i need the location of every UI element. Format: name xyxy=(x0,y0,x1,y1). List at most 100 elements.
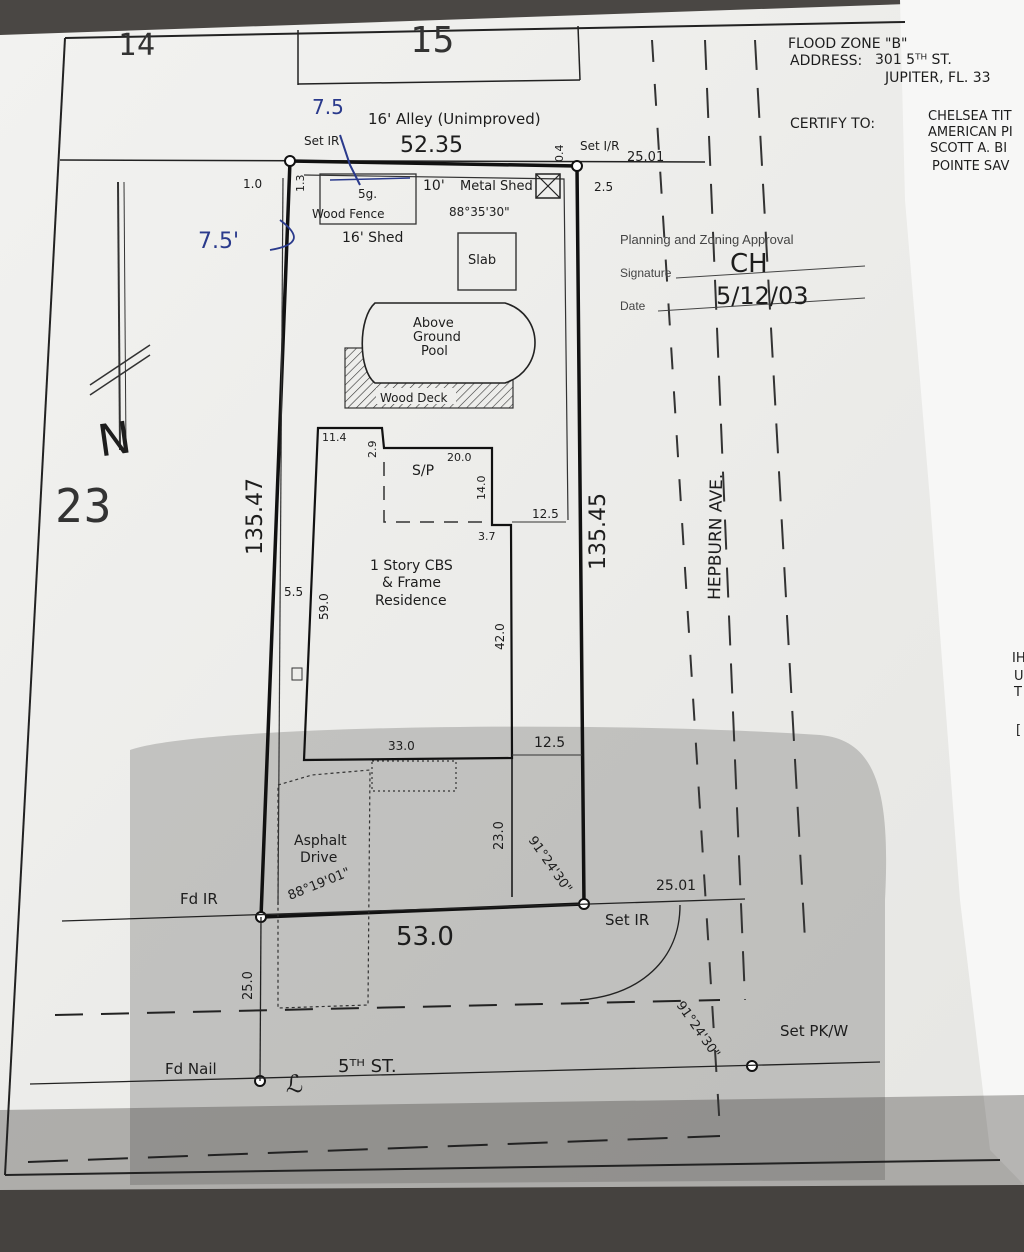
dim-12-5-bottom: 12.5 xyxy=(534,735,565,751)
certify-line-3: SCOTT A. BI xyxy=(930,141,1007,156)
dim-10: 10' xyxy=(423,178,445,194)
asphalt-drive xyxy=(277,769,371,1009)
fence-angle-label: 5g. xyxy=(358,187,377,201)
dim-1-3: 1.3 xyxy=(294,175,307,193)
margin-letter-4: [ xyxy=(1016,723,1021,738)
residence-label-1: 1 Story CBS xyxy=(370,558,453,574)
dim-1-0: 1.0 xyxy=(243,177,262,191)
address-line1: 301 5ᵀᴴ ST. xyxy=(875,52,952,68)
set-ir-top-right-label: Set I/R xyxy=(580,139,619,153)
approval-signature-value: CH xyxy=(730,249,768,279)
dim-25-0: 25.0 xyxy=(241,971,256,1000)
address-label: ADDRESS: xyxy=(790,53,862,69)
sheet-border-left xyxy=(4,37,66,1176)
sp-label: S/P xyxy=(412,463,434,479)
metal-shed-box xyxy=(535,173,561,199)
wood-deck-label: Wood Deck xyxy=(380,391,447,405)
photo-shadow xyxy=(130,726,887,1185)
certify-line-4: POINTE SAV xyxy=(932,159,1009,174)
approval-title: Planning and Zoning Approval xyxy=(620,232,794,247)
flood-zone: FLOOD ZONE "B" xyxy=(788,36,908,52)
screen-porch xyxy=(383,462,492,523)
dim-2-9: 2.9 xyxy=(366,441,379,459)
fence-line xyxy=(303,174,569,521)
row-line-5th-dashed xyxy=(54,999,721,1016)
set-ir-top-right-monument xyxy=(571,160,583,172)
fifth-st-label: 5ᵀᴴ ST. xyxy=(338,1056,397,1077)
approval-signature-label: Signature xyxy=(620,266,672,280)
shed-16-label: 16' Shed xyxy=(342,230,403,246)
drive-label-1: Asphalt xyxy=(294,833,347,849)
set-pk-label: Set PK/W xyxy=(780,1022,848,1040)
right-page-curl xyxy=(900,0,1024,1185)
dim-right-side: 135.45 xyxy=(586,493,611,570)
dim-33-0: 33.0 xyxy=(388,739,415,753)
hepburn-row-lines xyxy=(651,39,806,1131)
blue-pen-annotations: 7.5 7.5' xyxy=(198,95,411,254)
residence-label-2: & Frame xyxy=(382,575,441,591)
dim-top-right-25: 25.01 xyxy=(627,150,664,165)
shed-16 xyxy=(319,173,417,225)
residence-label-3: Residence xyxy=(375,593,447,609)
dim-offset-right: 0.4 xyxy=(553,145,566,163)
residence-footprint xyxy=(302,426,514,762)
fence-line-left xyxy=(277,177,284,906)
set-ir-top-left-label: Set IR xyxy=(304,134,339,148)
alley-label: 16' Alley (Unimproved) xyxy=(368,110,541,128)
dim-bottom-25: 25.01 xyxy=(656,878,696,894)
blue-annotation-left: 7.5' xyxy=(198,229,239,254)
address-line2: JUPITER, FL. 33 xyxy=(884,70,991,86)
angle-top: 88°35'30" xyxy=(449,205,510,219)
drive-label-2: Drive xyxy=(300,850,337,866)
dim-3-7: 3.7 xyxy=(478,530,496,543)
slab-label: Slab xyxy=(468,253,496,268)
above-ground-pool xyxy=(361,302,536,384)
dim-12-5-top: 12.5 xyxy=(532,507,559,521)
row-line-5th-lower xyxy=(27,1135,721,1163)
blue-annotation-top: 7.5 xyxy=(312,95,344,119)
dim-2-5: 2.5 xyxy=(594,180,613,194)
lot-15-label: 15 xyxy=(410,20,455,61)
metal-shed-label: Metal Shed xyxy=(460,179,533,194)
certify-line-1: CHELSEA TIT xyxy=(928,109,1012,124)
wood-fence-label: Wood Fence xyxy=(312,207,385,221)
set-ir-bottom-label: Set IR xyxy=(605,911,649,929)
sheet-border-bottom xyxy=(4,1159,1001,1176)
certify-list: CHELSEA TIT AMERICAN PI SCOTT A. BI POIN… xyxy=(928,109,1013,174)
slab xyxy=(457,232,517,291)
south-line xyxy=(61,898,746,922)
set-ir-top-left-monument xyxy=(284,155,296,167)
dim-42-0: 42.0 xyxy=(493,623,507,650)
north-arrow-label: N xyxy=(95,412,135,467)
walkway xyxy=(371,760,457,792)
fd-ir-label: Fd IR xyxy=(180,890,218,908)
lot-15-bottom xyxy=(297,79,581,85)
centerline-5th xyxy=(29,1061,881,1085)
dim-14-0: 14.0 xyxy=(475,476,488,501)
margin-letter-3: T xyxy=(1013,685,1022,700)
certify-line-2: AMERICAN PI xyxy=(928,125,1013,140)
centerline-symbol: ℒ xyxy=(286,1070,303,1098)
left-lot-line-extension xyxy=(259,916,262,1082)
approval-date-label: Date xyxy=(620,299,646,313)
approval-date-value: 5/12/03 xyxy=(716,282,809,310)
margin-letter-2: U xyxy=(1014,669,1024,684)
lot-14-label: 14 xyxy=(118,28,156,63)
lot-23-label: 23 xyxy=(55,479,112,533)
pool-label-1: Above xyxy=(413,316,454,331)
dim-bottom-width: 53.0 xyxy=(396,922,454,952)
dim-left-side: 135.47 xyxy=(243,478,268,555)
utility-box xyxy=(291,667,303,681)
dim-59-0: 59.0 xyxy=(317,593,331,620)
dim-top-width: 52.35 xyxy=(400,133,463,158)
north-arrow: N xyxy=(89,181,151,467)
dim-11-4: 11.4 xyxy=(322,431,347,444)
lot-divider-15-right xyxy=(577,25,581,81)
fd-nail-label: Fd Nail xyxy=(165,1060,217,1078)
dim-23-0: 23.0 xyxy=(492,821,507,850)
pool-label-3: Pool xyxy=(421,344,448,359)
pool-label-2: Ground xyxy=(413,330,461,345)
corner-radius-curve xyxy=(579,904,681,1001)
margin-letter-1: IH xyxy=(1012,651,1024,666)
